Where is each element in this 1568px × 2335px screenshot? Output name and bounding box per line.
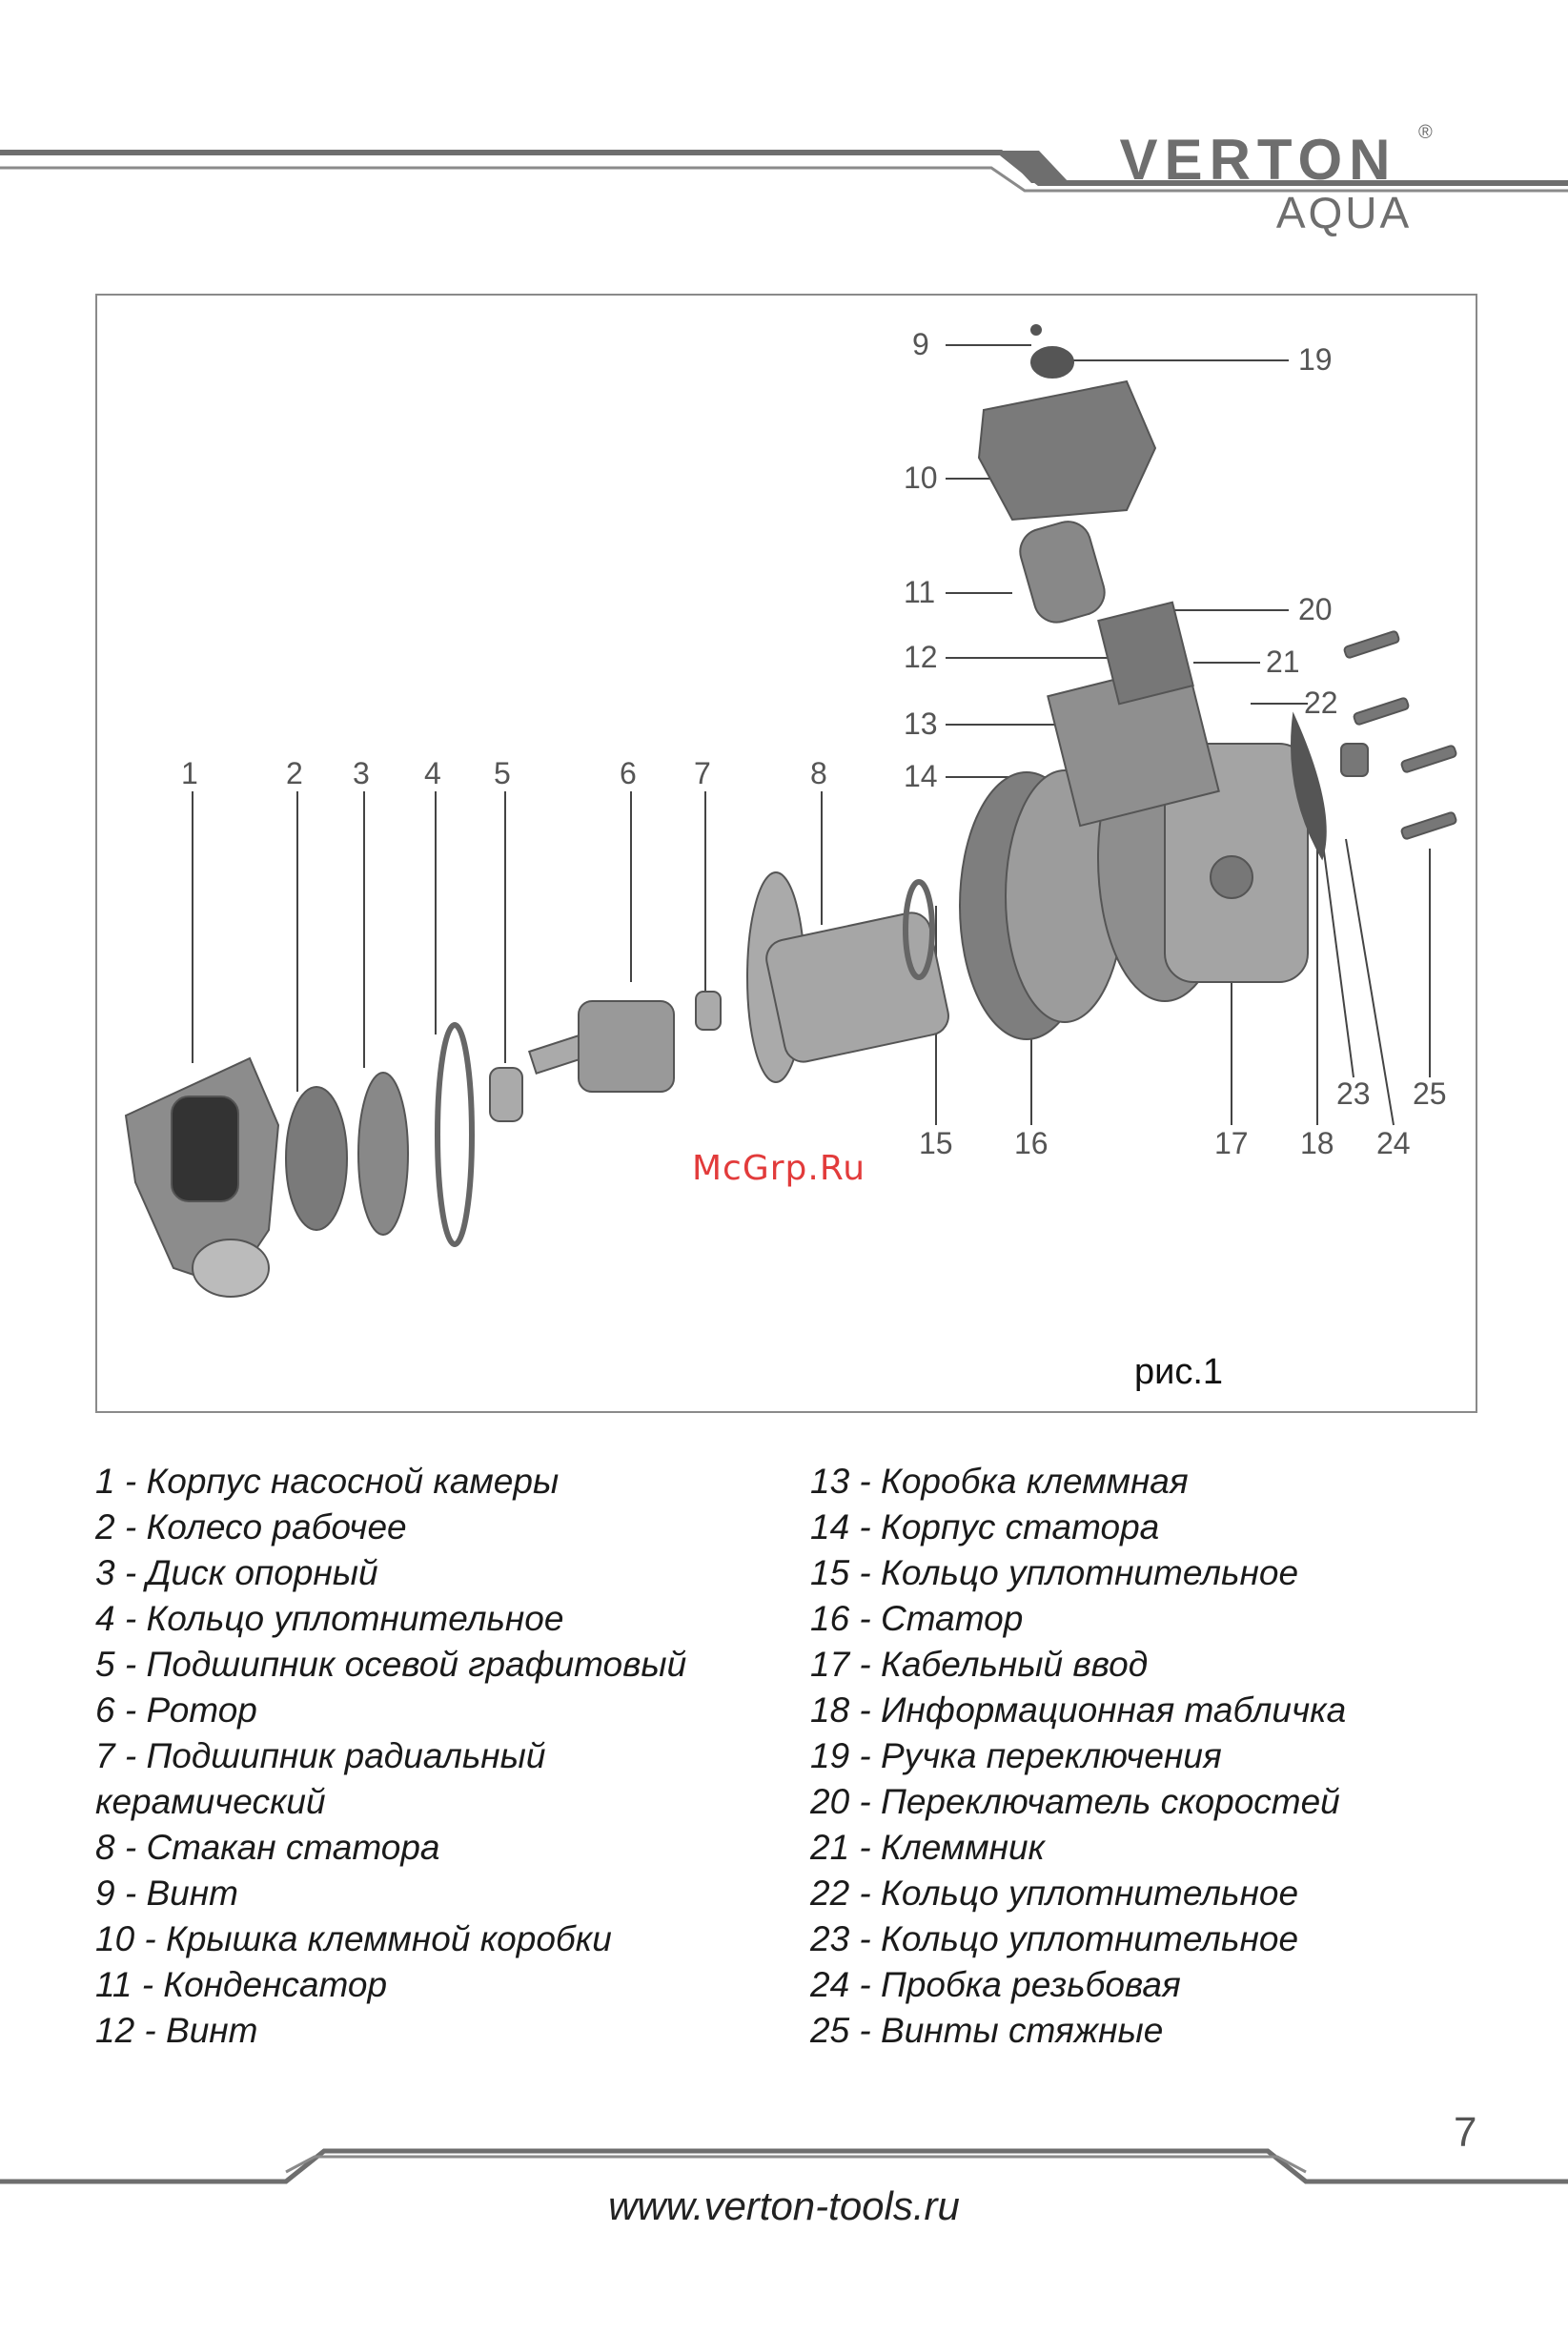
list-item: 15 - Кольцо уплотнительное [810,1553,1299,1592]
list-item: 20 - Переключатель скоростей [810,1782,1340,1821]
footer-rule [0,2148,1568,2184]
list-item: керамический [95,1782,326,1821]
callout-5: 5 [494,756,511,790]
callout-11: 11 [904,575,935,609]
brand-subtitle: AQUA [1275,188,1413,237]
list-item: 11 - Конденсатор [95,1965,388,2004]
list-item: 6 - Ротор [95,1690,257,1730]
callout-24: 24 [1376,1126,1411,1160]
callout-13: 13 [904,707,938,741]
list-item: 12 - Винт [95,2011,258,2050]
list-item: 17 - Кабельный ввод [810,1645,1149,1684]
callout-9: 9 [912,327,929,361]
parts-list-right: 13 - Коробка клеммная 14 - Корпус статор… [810,1459,1497,2054]
list-item: 4 - Кольцо уплотнительное [95,1599,564,1638]
list-item: 5 - Подшипник осевой графитовый [95,1645,687,1684]
exploded-pump-diagram: 1 2 3 4 5 6 7 8 9 10 11 12 13 14 15 16 1… [124,324,1457,1298]
callout-14: 14 [904,759,938,793]
callout-7: 7 [694,756,711,790]
list-item: 9 - Винт [95,1874,238,1913]
list-item: 21 - Клеммник [810,1828,1046,1867]
list-item: 24 - Пробка резьбовая [810,1965,1181,2004]
callout-3: 3 [353,756,370,790]
figure-caption: рис.1 [1134,1352,1224,1392]
list-item: 22 - Кольцо уплотнительное [810,1874,1299,1913]
callout-6: 6 [620,756,637,790]
callout-10: 10 [904,461,938,495]
list-item: 7 - Подшипник радиальный [95,1736,546,1775]
list-item: 18 - Информационная табличка [810,1690,1347,1730]
callout-21: 21 [1266,645,1300,679]
callout-2: 2 [286,756,303,790]
callout-17: 17 [1214,1126,1249,1160]
callout-16: 16 [1014,1126,1049,1160]
header-rule [0,150,1568,193]
list-item: 13 - Коробка клеммная [810,1462,1189,1501]
registered-mark: ® [1418,122,1433,143]
page-number: 7 [1454,2109,1477,2156]
callout-19: 19 [1298,342,1333,377]
callout-22: 22 [1304,686,1338,720]
callout-4: 4 [424,756,441,790]
watermark-text: McGrp.Ru [692,1149,866,1188]
callout-18: 18 [1300,1126,1334,1160]
list-item: 19 - Ручка переключения [810,1736,1222,1775]
website-link[interactable]: www.verton-tools.ru [608,2183,960,2228]
list-item: 1 - Корпус насосной камеры [95,1462,560,1501]
list-item: 8 - Стакан статора [95,1828,440,1867]
list-item: 25 - Винты стяжные [810,2011,1164,2050]
list-item: 2 - Колесо рабочее [95,1507,407,1546]
callout-8: 8 [810,756,827,790]
callout-25: 25 [1413,1076,1447,1111]
callout-1: 1 [181,756,198,790]
brand-logo-text: VERTON [1119,128,1397,192]
list-item: 14 - Корпус статора [810,1507,1160,1546]
callout-20: 20 [1298,592,1333,626]
list-item: 10 - Крышка клеммной коробки [95,1919,612,1958]
parts-list-left: 1 - Корпус насосной камеры 2 - Колесо ра… [95,1459,782,2054]
list-item: 16 - Статор [810,1599,1024,1638]
callout-15: 15 [919,1126,953,1160]
figure-frame: 1 2 3 4 5 6 7 8 9 10 11 12 13 14 15 16 1… [95,294,1477,1413]
list-item: 23 - Кольцо уплотнительное [810,1919,1299,1958]
callout-12: 12 [904,640,938,674]
callout-23: 23 [1336,1076,1371,1111]
list-item: 3 - Диск опорный [95,1553,378,1592]
